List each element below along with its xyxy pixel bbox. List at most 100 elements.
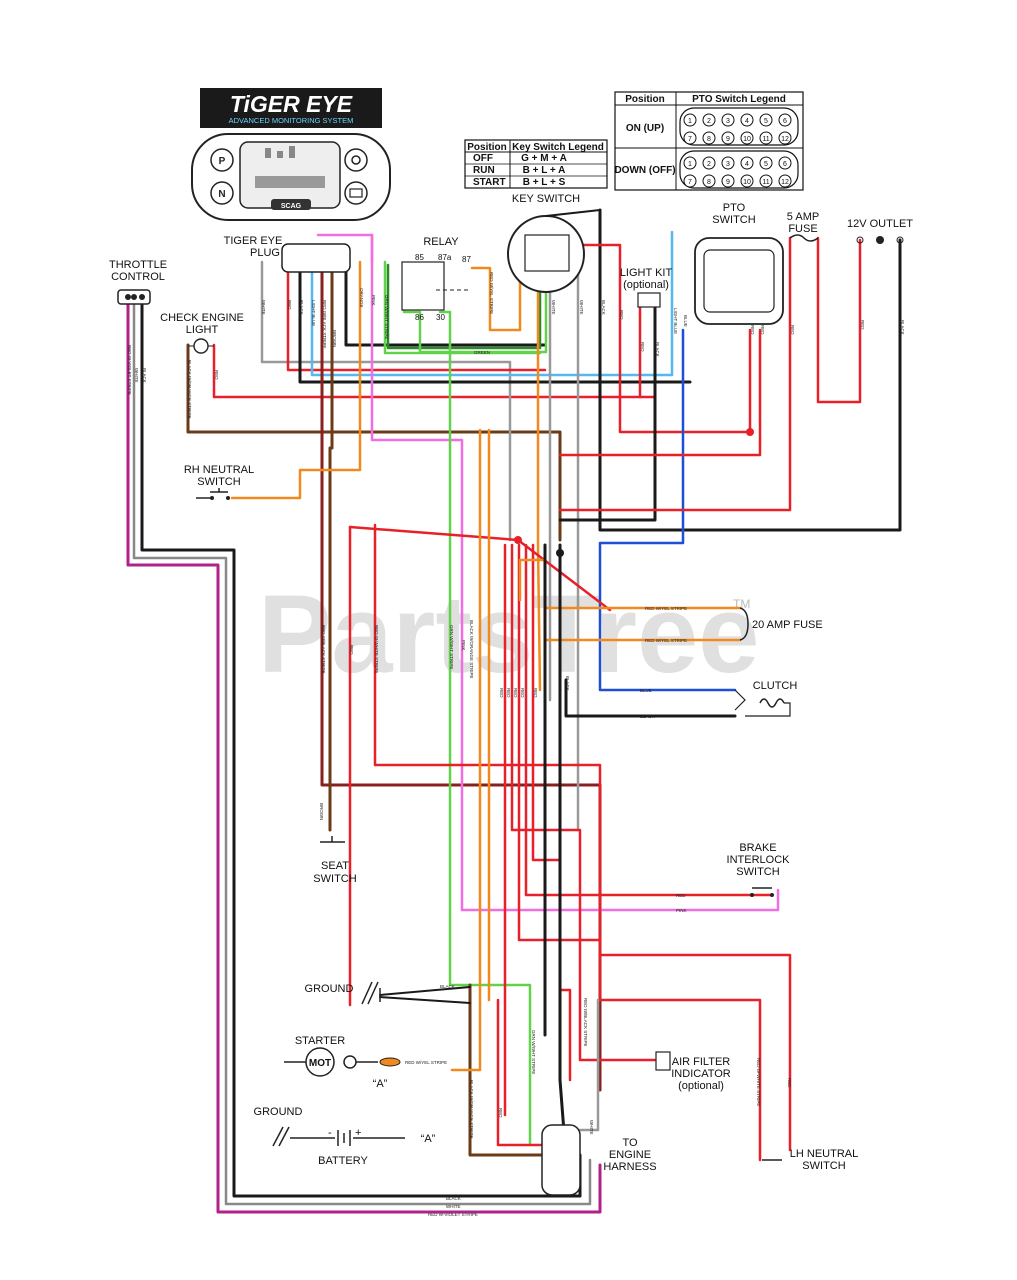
logo-title: TiGER EYE [230,91,353,117]
pto-pin [683,131,697,145]
pto-pin [778,113,792,127]
svg-text:SWITCH: SWITCH [802,1160,845,1172]
svg-text:BLACK: BLACK [440,984,455,989]
wire-black-plug [298,260,692,384]
battery: GROUND - + “A” BATTERY [254,1106,436,1167]
pto-pin-number: 9 [726,136,730,143]
svg-text:PINK: PINK [461,640,466,651]
svg-text:RED W/YEL STRIPE: RED W/YEL STRIPE [645,606,687,611]
pto-splice-node [746,428,754,436]
wire-label-black: BLACK [299,300,304,315]
wire-red-pto [578,243,752,434]
engine-harness-label: TO [622,1137,638,1149]
air-filter-indicator: AIR FILTER INDICATOR (optional) [655,1051,731,1092]
pto-switch: PTO SWITCH [694,202,784,325]
pto-pin [702,131,716,145]
wire-red-check-engine [212,343,657,399]
wire-orange-key [536,260,542,692]
check-engine-light: CHECK ENGINE LIGHT [160,312,244,354]
power-icon [210,148,234,172]
key-legend-row-run: RUN [473,165,495,176]
svg-text:(optional): (optional) [678,1080,724,1092]
pto-legend-header-legend: PTO Switch Legend [692,94,786,105]
svg-text:87: 87 [462,255,471,264]
wire-black-orange-stripe [468,983,547,1157]
pto-pin [702,174,716,188]
pto-legend-row-on: ON (UP) [626,123,664,134]
svg-text:SWITCH: SWITCH [313,873,356,885]
pto-pin [740,131,754,145]
starter: STARTER MOT “A” [284,1035,401,1090]
svg-text:BLACK W/ORANGE STRIPE: BLACK W/ORANGE STRIPE [469,620,474,679]
tiger-eye-plug: TIGER EYE PLUG [224,235,351,273]
svg-text:RED: RED [214,370,219,380]
throttle-label: THROTTLE [109,259,167,271]
svg-text:BLACK: BLACK [601,300,606,315]
wire-label-red-violet: RED W-VIOLET STRIPE [127,345,132,395]
pto-pin-number: 12 [781,179,789,186]
key-legend-header-legend: Key Switch Legend [512,142,604,153]
wire-label-blue: BLUE [683,315,688,327]
wire-label-red-yel: RED W/YEL STRIPE [489,272,494,314]
wire-green-relay [386,263,542,350]
key-legend-row-start: START [473,177,506,188]
svg-text:INDICATOR: INDICATOR [671,1068,731,1080]
pto-pin [759,131,773,145]
pto-legend-row-down: DOWN (OFF) [614,165,675,176]
seat-switch: SEAT SWITCH [313,836,357,885]
wire-red-yel-relay [470,263,522,332]
svg-text:SWITCH: SWITCH [197,476,240,488]
wire-grn-wht-down [438,310,532,1147]
wire-brown-check-engine [186,343,562,542]
pto-pin [721,113,735,127]
svg-text:RED W-WHITE STRIPE: RED W-WHITE STRIPE [756,1058,761,1106]
pto-pin-number: 8 [707,179,711,186]
pto-pin [740,156,754,170]
air-filter-label: AIR FILTER [672,1056,731,1068]
pto-pin-number: 6 [783,161,787,168]
pto-pin [759,174,773,188]
pto-pin-number: 7 [688,179,692,186]
svg-text:BLACK: BLACK [142,368,147,383]
seat-switch-label: SEAT [321,860,349,872]
engine-harness-connector: TO ENGINE HARNESS [541,1124,657,1196]
svg-text:RED: RED [499,688,504,698]
svg-text:RED: RED [520,688,525,698]
svg-text:BLACK: BLACK [655,342,660,357]
wire-label-white: WHITE [261,300,266,315]
wire-red-white-stripe [373,523,762,1162]
pto-pin [702,113,716,127]
svg-text:SCAG: SCAG [281,203,302,210]
pto-pin-number: 6 [783,118,787,125]
pto-pin [721,131,735,145]
svg-text:FUSE: FUSE [788,223,817,235]
svg-text:RED W/YEL STRIPE: RED W/YEL STRIPE [405,1060,447,1065]
svg-text:RED: RED [349,645,354,655]
svg-text:RED W/YEL STRIPE: RED W/YEL STRIPE [645,638,687,643]
pto-pin [721,156,735,170]
svg-text:-: - [328,1127,332,1139]
pto-pin [778,174,792,188]
display-digits [255,176,325,188]
svg-text:RED: RED [750,325,755,335]
battery-label: BATTERY [318,1155,368,1167]
svg-text:BLACK: BLACK [900,320,905,335]
key-legend-row-off: OFF [473,153,493,164]
wire-brown-seat [328,260,334,832]
ground-1: GROUND [305,981,381,1005]
wire-light-blue [310,230,674,377]
logo-subtitle: ADVANCED MONITORING SYSTEM [229,116,354,125]
svg-text:RED W-VIOLET STRIPE: RED W-VIOLET STRIPE [428,1212,478,1217]
svg-text:P: P [219,156,226,167]
svg-text:LIGHT BLUE: LIGHT BLUE [673,308,678,334]
svg-text:WHITE: WHITE [579,300,584,315]
pto-legend-header-position: Position [625,94,664,105]
wire-black-light-kit [558,298,657,522]
starter-label: STARTER [295,1035,345,1047]
svg-text:WHITE: WHITE [589,1120,594,1135]
pto-pin-number: 2 [707,118,711,125]
wire-label-black-orange: BLACK W/ORANGE STRIPE [187,360,192,419]
svg-text:SWITCH: SWITCH [736,866,779,878]
